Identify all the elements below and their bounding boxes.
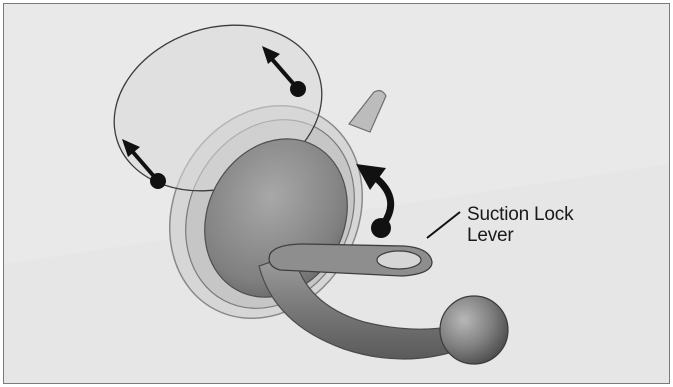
ball-joint-icon: [440, 296, 508, 364]
callout-line-1: Suction Lock: [467, 204, 573, 225]
callout-line-2: Lever: [467, 225, 573, 246]
suction-lock-lever: [269, 244, 432, 276]
suction-mount-illustration: [4, 4, 669, 383]
diagram-frame: Suction Lock Lever: [3, 3, 670, 384]
suction-lock-lever-label: Suction Lock Lever: [467, 204, 573, 246]
